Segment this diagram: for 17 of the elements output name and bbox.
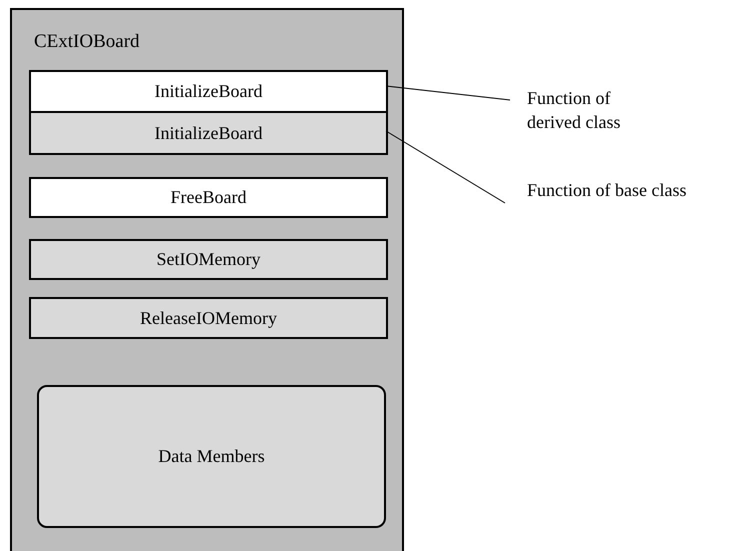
class-box xyxy=(10,8,404,551)
function-name: InitializeBoard xyxy=(154,81,262,102)
function-box xyxy=(29,177,388,218)
annotation-text: Function of derived class xyxy=(527,87,622,134)
data-members-label: Data Members xyxy=(158,446,265,467)
function-box xyxy=(29,70,388,113)
function-name: FreeBoard xyxy=(170,187,246,208)
function-box xyxy=(29,111,388,155)
leader-line xyxy=(386,130,506,204)
function-box xyxy=(29,297,388,339)
function-name: ReleaseIOMemory xyxy=(140,308,277,328)
function-box xyxy=(29,239,388,280)
class-name: CExtIOBoard xyxy=(34,31,140,53)
function-name: InitializeBoard xyxy=(154,122,262,144)
function-name: SetIOMemory xyxy=(156,249,260,270)
annotation-text: Function of base class xyxy=(527,179,688,202)
data-members-box xyxy=(37,385,386,528)
